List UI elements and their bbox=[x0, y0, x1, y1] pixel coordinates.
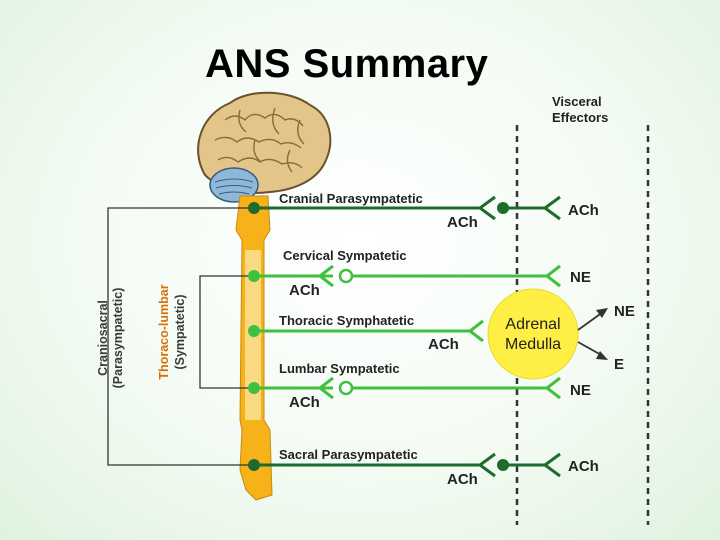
cranial-label: Cranial Parasympatetic bbox=[279, 191, 423, 206]
craniosacral-bracket bbox=[107, 207, 254, 466]
sacral-post-nt: ACh bbox=[568, 458, 599, 475]
visceral-label-2: Effectors bbox=[552, 110, 608, 125]
thoracic-label: Thoracic Symphatetic bbox=[279, 313, 414, 328]
adrenal-arrows bbox=[577, 308, 608, 360]
sacral-pre-nt: ACh bbox=[447, 471, 478, 488]
cranial-post-nt: ACh bbox=[568, 202, 599, 219]
craniosacral-label: Craniosacral bbox=[96, 300, 110, 376]
page-title: ANS Summary bbox=[205, 42, 489, 86]
lumbar-label: Lumbar Sympatetic bbox=[279, 361, 400, 376]
cranial-pathway bbox=[248, 195, 561, 221]
cervical-pre-nt: ACh bbox=[289, 282, 320, 299]
adrenal-e-nt: E bbox=[614, 356, 624, 373]
lumbar-pre-nt: ACh bbox=[289, 394, 320, 411]
parasympathetic-sub-label: (Parasympatetic) bbox=[111, 288, 125, 389]
sympathetic-sub-label: (Sympatetic) bbox=[173, 294, 187, 369]
thoracic-pre-nt: ACh bbox=[428, 336, 459, 353]
thoracic-pathway bbox=[248, 319, 484, 343]
sacral-label: Sacral Parasympatetic bbox=[279, 447, 418, 462]
visceral-label-1: Visceral bbox=[552, 94, 602, 109]
cranial-pre-nt: ACh bbox=[447, 214, 478, 231]
adrenal-label-1: Adrenal bbox=[505, 316, 560, 333]
adrenal-medulla bbox=[487, 288, 579, 380]
cervical-post-nt: NE bbox=[570, 269, 591, 286]
lumbar-post-nt: NE bbox=[570, 382, 591, 399]
adrenal-label-2: Medulla bbox=[505, 336, 561, 353]
thoracolumbar-label: Thoraco-lumbar bbox=[157, 284, 171, 379]
cervical-label: Cervical Sympatetic bbox=[283, 248, 407, 263]
thoracolumbar-bracket bbox=[199, 275, 254, 389]
lumbar-pathway bbox=[248, 376, 561, 400]
sacral-pathway bbox=[248, 452, 561, 478]
adrenal-ne-nt: NE bbox=[614, 303, 635, 320]
cervical-pathway bbox=[248, 264, 561, 288]
